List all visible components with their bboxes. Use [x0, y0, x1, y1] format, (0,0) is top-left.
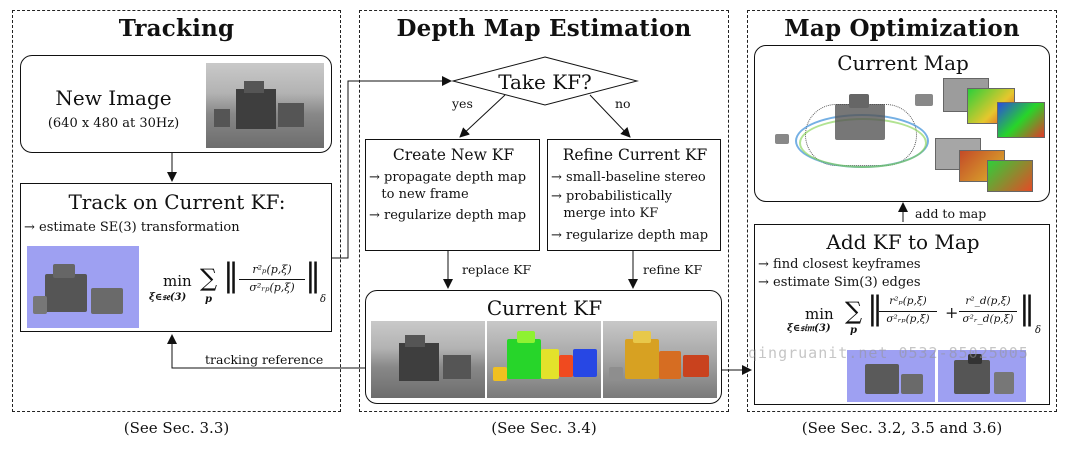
fraction-bar-2 — [959, 311, 1017, 312]
current-kf-title: Current KF — [486, 296, 603, 320]
refine-kf-line-3: merge into KF — [551, 206, 659, 221]
current-map-box: Current Map — [754, 45, 1050, 202]
refine-kf-line-2: → probabilistically — [551, 189, 672, 204]
depth-section — [359, 10, 729, 412]
new-image-box: New Image (640 x 480 at 30Hz) — [20, 55, 332, 153]
mapopt-section — [747, 10, 1057, 412]
track-formula: min ξ∈𝔰𝔢(3) ∑ p ‖ r²ₚ(p,ξ) σ²ᵣₚ(p,ξ) ‖ δ — [149, 256, 327, 305]
add-kf-depth-image-2 — [938, 350, 1026, 402]
arrow-no — [589, 94, 631, 138]
map-keyframe-3 — [997, 102, 1045, 138]
current-map-title: Current Map — [837, 51, 969, 75]
track-title: Track on Current KF: — [68, 190, 286, 214]
tracking-title: Tracking — [118, 15, 235, 42]
track-line: → estimate SE(3) transformation — [24, 220, 240, 235]
current-kf-depth-image — [487, 321, 601, 398]
create-kf-line-1: → propagate depth map — [369, 170, 527, 185]
new-image-title: New Image — [55, 86, 172, 110]
add-kf-box: Add KF to Map → find closest keyframes →… — [754, 224, 1050, 405]
no-label: no — [615, 96, 631, 111]
mapopt-title: Map Optimization — [784, 15, 1020, 42]
create-kf-line-2: to new frame — [369, 187, 469, 202]
track-depth-image — [27, 246, 139, 328]
point-cloud — [765, 74, 945, 194]
watermark: qingruanit.net 0532-85025005 — [748, 344, 1029, 362]
arrow-yes — [459, 94, 506, 138]
add-kf-line-2: → estimate Sim(3) edges — [758, 275, 921, 290]
add-to-map-label: add to map — [915, 206, 987, 221]
depth-title: Depth Map Estimation — [396, 15, 692, 42]
add-kf-line-1: → find closest keyframes — [758, 257, 921, 272]
new-image-subtitle: (640 x 480 at 30Hz) — [47, 116, 180, 131]
add-kf-title: Add KF to Map — [826, 230, 980, 254]
arrow-track-takekf — [332, 76, 452, 259]
sum-sign-2: ∑ — [845, 297, 863, 325]
refine-kf-line-1: → small-baseline stereo — [551, 170, 706, 185]
fraction-bar-1 — [879, 311, 937, 312]
create-kf-title: Create New KF — [392, 146, 515, 164]
replace-kf-label: replace KF — [462, 262, 532, 277]
norm-right: ‖ — [305, 256, 321, 294]
norm-right-2: ‖ — [1019, 289, 1035, 327]
arrow-tracking-reference — [167, 334, 365, 369]
take-kf-label: Take KF? — [498, 70, 592, 94]
depth-caption: (See Sec. 3.4) — [491, 419, 597, 437]
tracking-reference-label: tracking reference — [205, 352, 324, 367]
new-image-photo — [206, 63, 324, 148]
norm-left: ‖ — [223, 256, 239, 294]
refine-kf-label: refine KF — [643, 262, 703, 277]
sum-sign: ∑ — [200, 264, 218, 292]
map-keyframe-6 — [987, 160, 1033, 192]
tracking-caption: (See Sec. 3.3) — [123, 419, 230, 437]
refine-kf-title: Refine Current KF — [562, 146, 708, 164]
current-kf-variance-image — [603, 321, 717, 398]
track-box: Track on Current KF: → estimate SE(3) tr… — [20, 183, 332, 332]
mapopt-caption: (See Sec. 3.2, 3.5 and 3.6) — [801, 419, 1003, 437]
yes-label: yes — [452, 96, 473, 111]
refine-kf-box: Refine Current KF → small-baseline stere… — [547, 139, 721, 251]
tracking-section — [12, 10, 341, 412]
current-kf-gray-image — [371, 321, 485, 398]
fraction-bar — [239, 279, 305, 280]
refine-kf-line-4: → regularize depth map — [551, 228, 709, 243]
add-kf-depth-image-1 — [847, 350, 935, 402]
add-kf-formula: min ξ∈𝔰𝔦𝔪(3) ∑ p ‖ r²ₚ(p,ξ) σ²ᵣₚ(p,ξ) + … — [787, 289, 1042, 336]
norm-left-2: ‖ — [867, 289, 883, 327]
create-kf-box: Create New KF → propagate depth map to n… — [365, 139, 540, 251]
take-kf-diamond — [451, 56, 639, 106]
create-kf-line-3: → regularize depth map — [369, 208, 527, 223]
current-kf-box: Current KF — [365, 290, 722, 404]
